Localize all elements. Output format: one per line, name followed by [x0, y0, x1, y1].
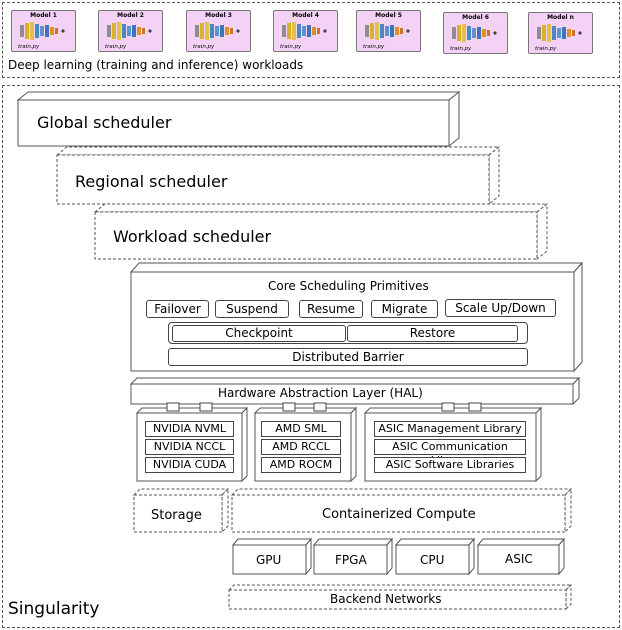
amd-sml-box[interactable]: AMD SML	[261, 421, 341, 437]
primitives-title: Core Scheduling Primitives	[268, 279, 429, 293]
neural-network-icon	[195, 22, 240, 40]
neural-network-icon	[365, 22, 410, 40]
scheduler-stack	[16, 90, 549, 261]
checkpoint-label: Checkpoint	[225, 326, 293, 340]
model-card-5[interactable]: Model 5 train.py	[356, 10, 421, 52]
model-script: train.py	[280, 44, 302, 50]
suspend-label: Suspend	[226, 302, 278, 316]
model-script: train.py	[193, 44, 215, 50]
asic-management-box[interactable]: ASIC Management Library	[374, 421, 526, 437]
hal-label: Hardware Abstraction Layer (HAL)	[218, 386, 423, 400]
resume-button[interactable]: Resume	[299, 300, 363, 318]
model-title: Model 3	[205, 12, 232, 19]
restore-button[interactable]: Restore	[347, 325, 518, 342]
scale-up-down-label: Scale Up/Down	[455, 301, 546, 315]
nvidia-nccl-box[interactable]: NVIDIA NCCL	[145, 439, 234, 455]
amd-rccl-label: AMD RCCL	[272, 440, 330, 453]
asic-software-label: ASIC Software Libraries	[385, 458, 515, 471]
model-script: train.py	[450, 46, 472, 52]
distributed-barrier-button[interactable]: Distributed Barrier	[168, 348, 528, 366]
regional-scheduler-label: Regional scheduler	[75, 172, 228, 191]
asic-management-label: ASIC Management Library	[378, 422, 522, 435]
asic-software-box[interactable]: ASIC Software Libraries	[374, 457, 526, 473]
migrate-label: Migrate	[381, 302, 428, 316]
network-slab	[227, 583, 573, 611]
network-label: Backend Networks	[330, 592, 442, 606]
regional-scheduler-box	[55, 145, 501, 206]
global-scheduler-box	[16, 90, 461, 148]
nvidia-nccl-label: NVIDIA NCCL	[153, 440, 226, 453]
cpu-label: CPU	[420, 553, 445, 567]
distributed-barrier-label: Distributed Barrier	[292, 350, 404, 364]
nvidia-cuda-label: NVIDIA CUDA	[152, 458, 227, 471]
resume-label: Resume	[306, 302, 356, 316]
global-scheduler-label: Global scheduler	[37, 113, 172, 132]
model-title: Model 4	[292, 12, 319, 19]
nvidia-cuda-box[interactable]: NVIDIA CUDA	[145, 457, 234, 473]
suspend-button[interactable]: Suspend	[215, 300, 289, 318]
failover-button[interactable]: Failover	[146, 300, 209, 318]
checkpoint-restore-group	[168, 322, 528, 344]
neural-network-icon	[282, 22, 327, 40]
model-card-6[interactable]: Model 6 train.py	[443, 12, 508, 54]
neural-network-icon	[107, 22, 152, 40]
singularity-label: Singularity	[8, 599, 100, 619]
checkpoint-button[interactable]: Checkpoint	[172, 325, 346, 342]
model-card-1[interactable]: Model 1 train.py	[11, 10, 76, 52]
amd-rccl-box[interactable]: AMD RCCL	[261, 439, 341, 455]
model-script: train.py	[363, 44, 385, 50]
compute-label: Containerized Compute	[322, 507, 476, 522]
migrate-button[interactable]: Migrate	[371, 300, 438, 318]
amd-sml-label: AMD SML	[275, 422, 327, 435]
neural-network-icon	[452, 24, 497, 42]
workloads-panel	[2, 2, 620, 78]
workloads-label: Deep learning (training and inference) w…	[8, 58, 304, 72]
model-title: Model n	[547, 14, 574, 21]
hardware-slabs	[231, 537, 566, 576]
model-script: train.py	[18, 44, 40, 50]
restore-label: Restore	[409, 326, 456, 340]
model-card-3[interactable]: Model 3 train.py	[186, 10, 251, 52]
workload-scheduler-label: Workload scheduler	[113, 227, 272, 246]
neural-network-icon	[537, 24, 582, 42]
model-script: train.py	[535, 46, 557, 52]
hal-slab	[129, 376, 581, 406]
model-card-4[interactable]: Model 4 train.py	[273, 10, 338, 52]
storage-label: Storage	[151, 508, 202, 523]
scale-up-down-button[interactable]: Scale Up/Down	[445, 299, 556, 317]
model-card-n[interactable]: Model n train.py	[528, 12, 593, 54]
model-title: Model 5	[375, 12, 402, 19]
amd-rocm-box[interactable]: AMD ROCM	[261, 457, 341, 473]
model-title: Model 2	[117, 12, 144, 19]
nvidia-nvml-box[interactable]: NVIDIA NVML	[145, 421, 234, 437]
workload-scheduler-box	[93, 202, 549, 261]
nvidia-nvml-label: NVIDIA NVML	[152, 422, 227, 435]
amd-rocm-label: AMD ROCM	[269, 458, 333, 471]
singularity-panel	[2, 85, 620, 628]
neural-network-icon	[20, 22, 65, 40]
model-title: Model 1	[30, 12, 57, 19]
model-script: train.py	[105, 44, 127, 50]
storage-compute-slabs	[132, 487, 573, 534]
fpga-label: FPGA	[335, 553, 367, 567]
asic-label: ASIC	[505, 552, 533, 566]
model-card-2[interactable]: Model 2 train.py	[98, 10, 163, 52]
gpu-label: GPU	[256, 553, 282, 567]
model-title: Model 6	[462, 14, 489, 21]
failover-label: Failover	[154, 302, 201, 316]
